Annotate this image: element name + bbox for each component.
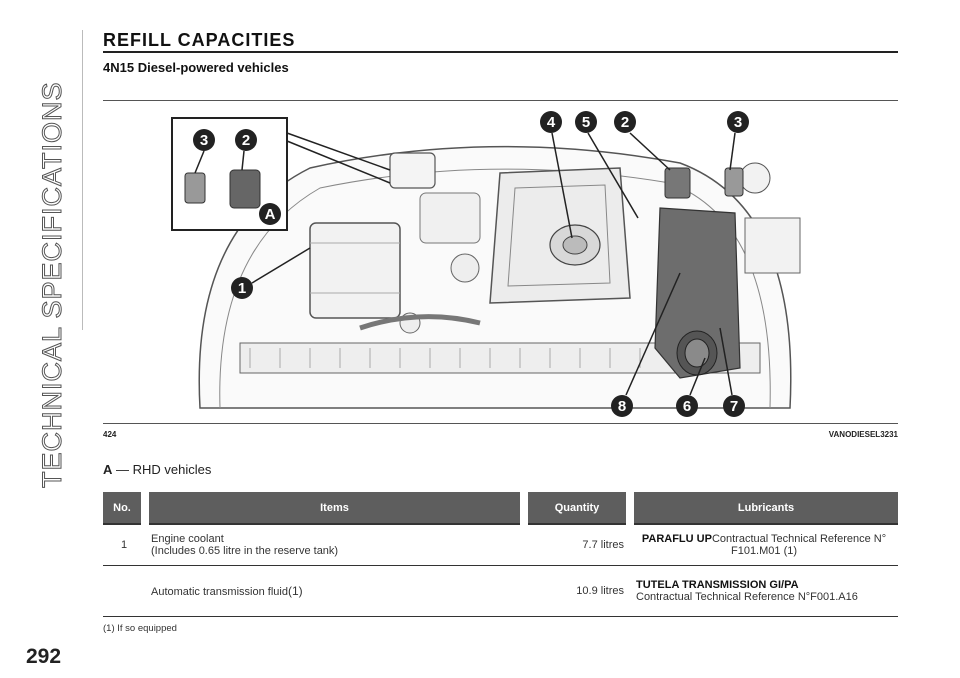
row-quantity: 7.7 litres [524, 524, 630, 566]
row-no [103, 565, 145, 617]
row-item: Engine coolant(Includes 0.65 litre in th… [145, 524, 524, 566]
row-quantity: 10.9 litres [524, 565, 630, 617]
lubricant-name: PARAFLU UP [641, 533, 712, 545]
callout-2: 2 [621, 114, 629, 131]
callout-7: 7 [730, 398, 738, 415]
inset-callout-2: 2 [242, 132, 250, 149]
legend-letter: A [103, 462, 113, 477]
page-number: 292 [26, 645, 62, 668]
callout-3: 3 [734, 114, 742, 131]
figure-code: VANODIESEL3231 [828, 430, 898, 439]
table-row: 1 Engine coolant(Includes 0.65 litre in … [103, 524, 898, 566]
item-line-2: (Includes 0.65 litre in the reserve tank… [151, 545, 339, 557]
figure-bottom-rule [103, 423, 898, 424]
callout-4: 4 [547, 114, 556, 131]
callout-8: 8 [618, 398, 626, 415]
callout-6: 6 [683, 398, 691, 415]
callout-1: 1 [238, 280, 246, 297]
header-quantity: Quantity [520, 492, 630, 525]
lubricant-reference: Contractual Technical Reference N° F101.… [711, 533, 887, 557]
item-footnote-mark: (1) [287, 584, 303, 598]
figure-number: 424 [103, 430, 117, 439]
row-item: Automatic transmission fluid(1) [145, 565, 524, 617]
engine-bay-illustration: 3 2 A 1 4 5 2 3 8 6 7 [171, 111, 801, 417]
refill-capacities-table: No. Items Quantity Lubricants 1 Engine c… [103, 492, 898, 617]
figure-top-rule [103, 100, 898, 101]
page-title: REFILL CAPACITIES [103, 30, 296, 50]
lubricant-reference: Contractual Technical Reference N°F001.A… [636, 591, 858, 603]
section-side-title: TECHNICAL SPECIFICATIONS [37, 81, 68, 489]
table-row: Automatic transmission fluid(1) 10.9 lit… [103, 565, 898, 617]
legend-note: A — RHD vehicles [103, 462, 211, 477]
page-subtitle: 4N15 Diesel-powered vehicles [103, 60, 289, 75]
lubricant-name: TUTELA TRANSMISSION GI/PA [636, 579, 799, 591]
inset-callout-3: 3 [200, 132, 208, 149]
item-line-1: Engine coolant [151, 533, 224, 545]
header-lubricants: Lubricants [626, 492, 898, 525]
legend-text: — RHD vehicles [112, 462, 212, 477]
footnote: (1) If so equipped [103, 623, 177, 634]
title-rule [103, 51, 898, 53]
callout-5: 5 [582, 114, 590, 131]
row-no: 1 [103, 524, 145, 566]
inset-callout-a: A [265, 206, 276, 223]
row-lubricant: PARAFLU UPContractual Technical Referenc… [630, 524, 898, 566]
header-no: No. [103, 492, 145, 525]
side-rule [82, 30, 83, 330]
header-items: Items [141, 492, 524, 525]
item-line-1: Automatic transmission fluid [151, 586, 288, 598]
table-header-row: No. Items Quantity Lubricants [103, 492, 898, 525]
